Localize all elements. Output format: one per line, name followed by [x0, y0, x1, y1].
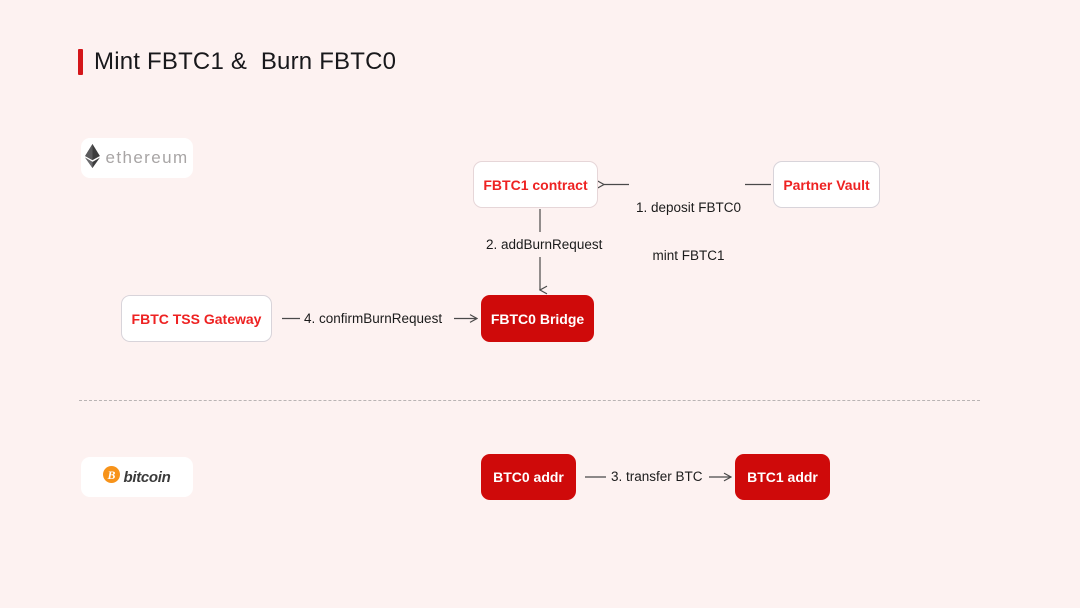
bitcoin-logo-chip: B bitcoin — [81, 457, 193, 497]
ethereum-logo-chip: ethereum — [81, 138, 193, 178]
edge-label-step-1-line-1: 1. deposit FBTC0 — [636, 200, 742, 215]
edge-label-step-3: 3. transfer BTC — [611, 469, 703, 484]
page-title-text: Mint FBTC1 & Burn FBTC0 — [94, 48, 397, 75]
bitcoin-label: bitcoin — [123, 468, 171, 486]
svg-text:B: B — [107, 468, 116, 482]
edge-label-step-2: 2. addBurnRequest — [486, 237, 603, 252]
section-divider — [79, 400, 980, 401]
edge-label-step-4: 4. confirmBurnRequest — [304, 311, 443, 326]
node-partner-vault[interactable]: Partner Vault — [773, 161, 880, 208]
node-fbtc0-bridge[interactable]: FBTC0 Bridge — [481, 295, 594, 342]
bitcoin-circle-icon: B — [103, 466, 121, 488]
edge-label-step-1-line-2: mint FBTC1 — [652, 248, 725, 263]
node-fbtc1-contract[interactable]: FBTC1 contract — [473, 161, 598, 208]
ethereum-label: ethereum — [105, 148, 189, 167]
node-fbtc-tss-gateway[interactable]: FBTC TSS Gateway — [121, 295, 272, 342]
node-btc0-addr[interactable]: BTC0 addr — [481, 454, 576, 500]
edge-label-step-1: 1. deposit FBTC0 mint FBTC1 — [636, 168, 741, 296]
node-btc1-addr[interactable]: BTC1 addr — [735, 454, 830, 500]
page-title: Mint FBTC1 & Burn FBTC0 — [78, 48, 396, 76]
ethereum-diamond-icon — [85, 143, 101, 173]
title-accent-bar — [78, 49, 83, 75]
